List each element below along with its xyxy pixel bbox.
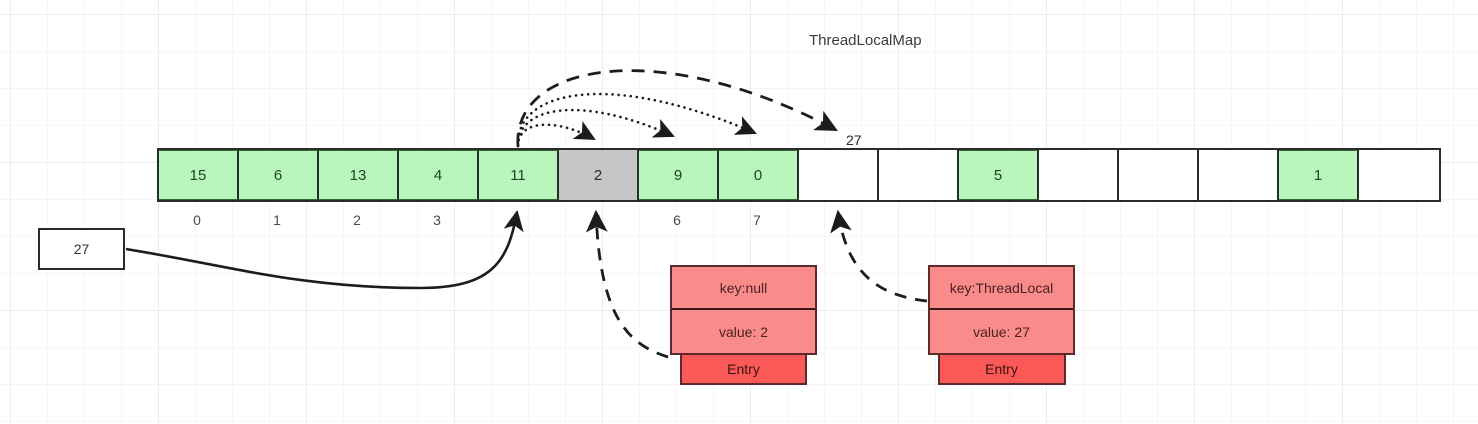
probe-arc-4-to-6	[516, 108, 675, 148]
bucket-value-5: 2	[593, 166, 603, 184]
bucket-index-0: 0	[193, 212, 201, 228]
stale-entry-to-slot5-connector	[585, 209, 669, 359]
bucket-index-4: 4	[513, 212, 521, 228]
probe-arc-4-to-5	[516, 121, 596, 148]
diagram-title: ThreadLocalMap	[809, 32, 922, 49]
bucket-value-7: 0	[753, 166, 763, 184]
bucket-index-3: 3	[433, 212, 441, 228]
entry-value-new: value: 27	[973, 323, 1030, 340]
entry-type-new: Entry	[937, 355, 1066, 385]
entry-key-stale: key:null	[672, 267, 815, 310]
bucket-cell-13[interactable]	[1199, 150, 1279, 200]
input-value-text: 27	[73, 241, 90, 257]
bucket-index-2: 2	[353, 212, 361, 228]
bucket-cell-9[interactable]	[879, 150, 959, 200]
input-value-box[interactable]: 27	[38, 228, 125, 270]
bucket-cell-11[interactable]	[1039, 150, 1119, 200]
entry-value-stale: value: 2	[718, 323, 769, 340]
bucket-cell-3[interactable]: 4	[399, 150, 479, 200]
bucket-index-5: 5	[593, 212, 601, 228]
bucket-cell-6[interactable]: 9	[639, 150, 719, 200]
entry-card-new: key:ThreadLocal value: 27 Entry	[928, 265, 1075, 385]
entry-type-stale: Entry	[680, 355, 807, 385]
bucket-cell-4[interactable]: 11	[479, 150, 559, 200]
bucket-cell-8[interactable]	[799, 150, 879, 200]
bucket-cell-5[interactable]: 2	[559, 150, 639, 200]
bucket-index-1: 1	[273, 212, 281, 228]
bucket-value-4: 11	[510, 166, 526, 184]
new-entry-to-slot8-connector	[830, 209, 928, 303]
bucket-cell-2[interactable]: 13	[319, 150, 399, 200]
bucket-value-14: 1	[1313, 166, 1323, 184]
entry-tab-wrap-new: Entry	[928, 355, 1075, 385]
bucket-cell-1[interactable]: 6	[239, 150, 319, 200]
bucket-cell-7[interactable]: 0	[719, 150, 799, 200]
bucket-value-6: 9	[673, 166, 683, 184]
probe-arc-4-to-8	[516, 69, 838, 147]
bucket-index-7: 7	[753, 212, 761, 228]
probe-arc-4-to-7	[516, 92, 757, 148]
bucket-value-10: 5	[993, 166, 1003, 184]
entry-tab-wrap-stale: Entry	[670, 355, 817, 385]
bucket-index-6: 6	[673, 212, 681, 228]
entry-body-new: key:ThreadLocal value: 27	[928, 265, 1075, 355]
insert-value-label: 27	[846, 132, 862, 148]
bucket-value-3: 4	[433, 166, 443, 184]
bucket-array: 15 6 13 4 11 2 9 0 5 1	[157, 148, 1441, 202]
bucket-cell-15[interactable]	[1359, 150, 1439, 200]
entry-body-stale: key:null value: 2	[670, 265, 817, 355]
bucket-value-1: 6	[273, 166, 283, 184]
bucket-value-2: 13	[349, 166, 367, 184]
bucket-cell-14[interactable]: 1	[1279, 150, 1359, 200]
bucket-cell-10[interactable]: 5	[959, 150, 1039, 200]
entry-card-stale: key:null value: 2 Entry	[670, 265, 817, 385]
bucket-cell-0[interactable]: 15	[159, 150, 239, 200]
entry-key-new: key:ThreadLocal	[930, 267, 1073, 310]
bucket-cell-12[interactable]	[1119, 150, 1199, 200]
bucket-value-0: 15	[189, 166, 207, 184]
